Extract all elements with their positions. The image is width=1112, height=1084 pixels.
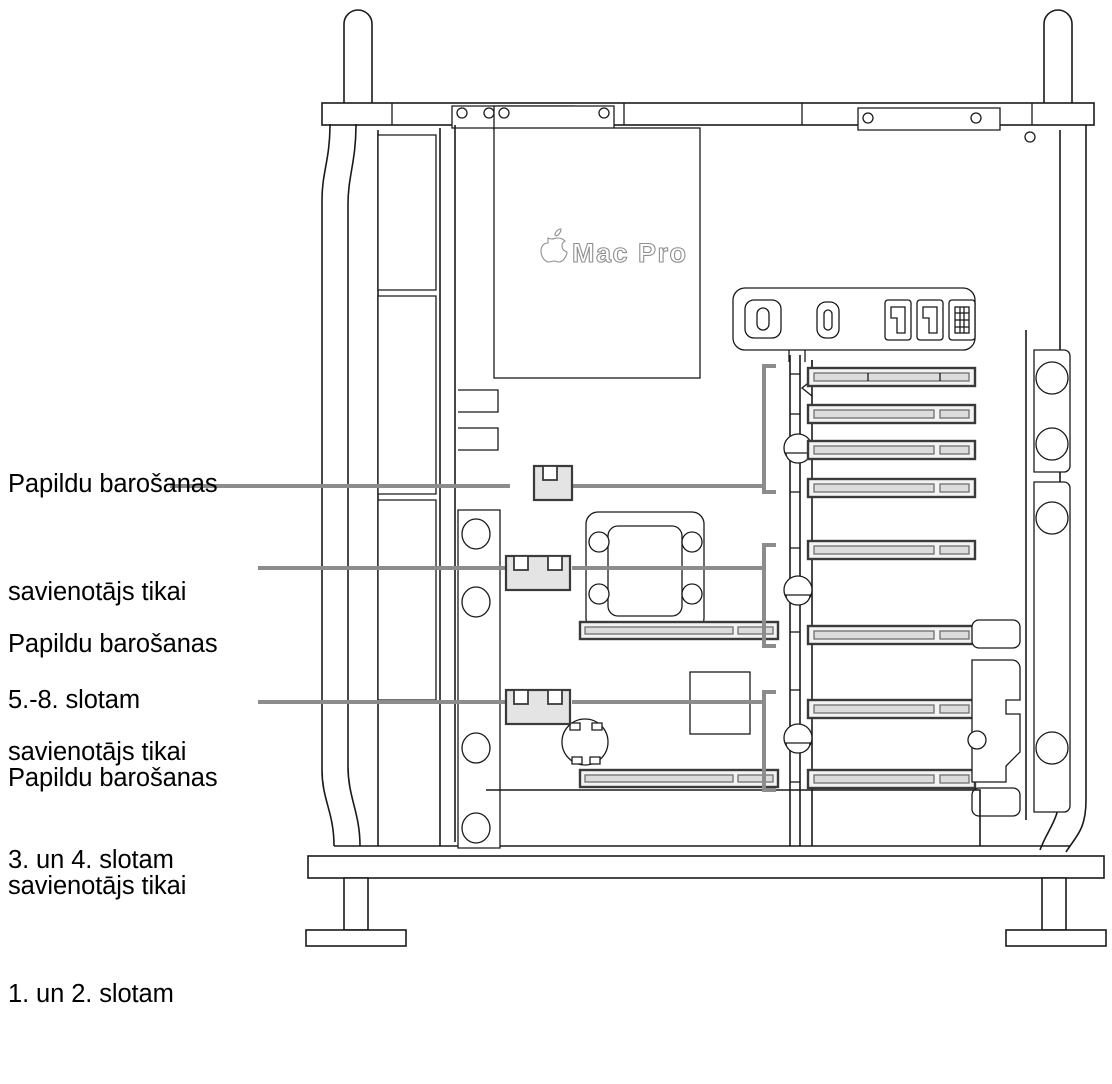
power-connector-slots-5-8 [532,464,574,502]
pcie-slot [806,698,977,720]
io-port-panel [732,287,976,362]
callout-slots-3-4-line-2: savienotājs tikai [8,738,187,766]
apple-icon [540,228,568,263]
callout-slots-1-2-line-3: 1. un 2. slotam [8,980,174,1008]
callout-slots-5-8-line-3: 5.-8. slotam [8,686,141,714]
leader-slots-1-2 [258,690,776,792]
pcie-slot [806,366,977,388]
memory-slot-lower [578,768,780,789]
leader-slots-5-8 [170,364,776,494]
ethernet-port [948,299,976,341]
mac-pro-diagram: .ln { fill:none; stroke:#1a1a1a; stroke-… [8,9,1107,1008]
callout-slots-5-8: Papildu barošanas savienotājs tikai 5.-8… [8,394,218,790]
cpu-socket [585,511,705,631]
pcie-slot [806,477,977,499]
pcie-slot [806,439,977,461]
coin-battery [561,718,609,766]
callout-slots-5-8-line-2: savienotājs tikai [8,578,187,606]
top-handles [343,9,1073,112]
memory-slot-upper [578,620,780,641]
callout-slots-3-4-line-1: Papildu barošanas [8,630,218,658]
audio-port [744,299,782,339]
right-card-guide-rail [1025,330,1071,820]
latch-lower [783,723,813,754]
pcie-slot-group [806,366,977,790]
latch-middle [783,575,813,606]
top-rail-bar [321,102,1095,143]
card-retention-bracket [967,619,1021,817]
svg-text:Mac Pro: Mac Pro [572,238,688,268]
pcie-slot [806,539,977,561]
power-connector-slots-1-2 [504,688,572,726]
mac-pro-illustration: .ln { fill:none; stroke:#1a1a1a; stroke-… [170,9,1107,947]
chassis-body [321,123,1087,853]
leader-slots-3-4 [258,543,776,648]
callout-slots-3-4: Papildu barošanas savienotājs tikai 3. u… [8,554,218,950]
pcie-slot [806,624,977,646]
callout-slots-1-2-line-2: savienotājs tikai [8,872,187,900]
callout-slots-1-2-line-1: Papildu barošanas [8,764,218,792]
power-connector-slots-3-4 [504,554,572,592]
left-mounting-rail [454,125,501,849]
callout-slots-5-8-line-1: Papildu barošanas [8,470,218,498]
mac-pro-logo-panel: Mac Pro [493,127,701,379]
mac-pro-wordmark: Mac Pro [571,237,688,268]
callout-slots-1-2: Papildu barošanas savienotājs tikai 1. u… [8,688,218,1084]
callout-slots-3-4-line-3: 3. un 4. slotam [8,846,174,874]
pcie-slot [806,768,977,790]
pcie-slot [806,403,977,425]
latch-upper [783,433,813,464]
usb-a-port-2 [916,299,944,341]
usb-a-port-1 [884,299,912,341]
usb-c-port [816,301,840,339]
base-and-feet [305,855,1107,947]
